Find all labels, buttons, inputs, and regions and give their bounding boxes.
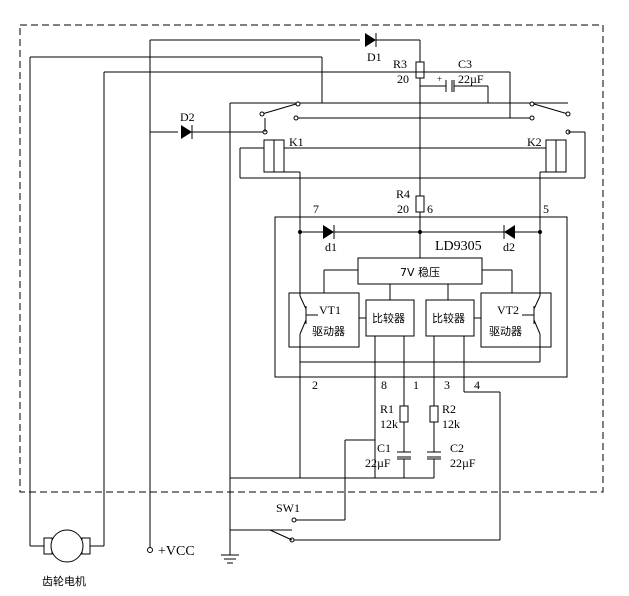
value-R1: 12k [380, 417, 398, 431]
relay-contact-wiring [30, 56, 586, 478]
pin-4: 4 [474, 378, 480, 392]
regulator-label: 7V 稳压 [400, 265, 440, 279]
value-R2: 12k [442, 417, 460, 431]
label-d1: d1 [325, 240, 337, 254]
diode-D2 [181, 125, 193, 139]
resistor-R3 [415, 61, 425, 79]
capacitor-C1 [397, 451, 411, 478]
resistor-R1 [399, 405, 409, 423]
resistor-R4 [415, 195, 425, 213]
label-C2: C2 [450, 441, 464, 455]
coil-wiring [239, 147, 585, 216]
ic-LD9305-body [274, 216, 568, 378]
vcc-terminal [147, 547, 153, 553]
label-C1: C1 [377, 441, 391, 455]
label-R3: R3 [393, 57, 407, 71]
power-wiring [149, 39, 489, 548]
transistor-vt2-icon [522, 295, 541, 335]
capacitor-C3: + [437, 74, 455, 92]
value-C3: 22µF [458, 72, 484, 86]
vt2-label: VT2 [497, 303, 519, 317]
enclosure-dashed-border [19, 24, 604, 493]
label-SW1: SW1 [276, 501, 300, 515]
vt2-sublabel: 驱动器 [489, 325, 522, 338]
capacitor-C2 [427, 451, 441, 478]
label-vcc: +VCC [158, 544, 195, 559]
pin-8: 8 [381, 378, 387, 392]
ground-rail [221, 477, 434, 564]
pin-3: 3 [444, 378, 450, 392]
label-K1: K1 [289, 135, 304, 149]
pin-5: 5 [543, 202, 549, 216]
value-C1: 22µF [365, 456, 391, 470]
label-C3: C3 [458, 57, 472, 71]
value-R4: 20 [397, 202, 409, 216]
resistor-R2 [429, 405, 439, 423]
transistor-vt1-icon [299, 295, 318, 335]
label-R1: R1 [380, 402, 394, 416]
regulator-7v-box [357, 257, 483, 285]
diode-D1 [365, 33, 377, 47]
comparator-right-label: 比较器 [432, 311, 465, 325]
vt1-label: VT1 [319, 303, 341, 317]
label-R2: R2 [442, 402, 456, 416]
value-C2: 22µF [450, 456, 476, 470]
svg-text:+: + [437, 74, 442, 84]
pin-6: 6 [427, 202, 433, 216]
diode-d2 [503, 225, 515, 239]
label-D1: D1 [367, 50, 382, 64]
gear-motor-icon [29, 57, 105, 563]
pin-7: 7 [313, 202, 319, 216]
internal-diode-row [298, 216, 542, 258]
pin-2: 2 [312, 378, 318, 392]
vt2-driver-box [480, 292, 552, 348]
label-K2: K2 [527, 135, 542, 149]
label-d2: d2 [503, 240, 515, 254]
switch-SW1 [269, 517, 500, 543]
diode-d1 [323, 225, 335, 239]
value-R3: 20 [397, 72, 409, 86]
label-R4: R4 [396, 187, 410, 201]
label-D2: D2 [180, 110, 195, 124]
comparator-left-label: 比较器 [372, 311, 405, 325]
ic-name: LD9305 [435, 239, 482, 254]
label-motor: 齿轮电机 [42, 574, 86, 588]
comparator-pin-wiring [344, 336, 501, 540]
pin-1: 1 [413, 378, 419, 392]
vt1-driver-box [288, 292, 360, 348]
vt1-sublabel: 驱动器 [312, 325, 345, 338]
